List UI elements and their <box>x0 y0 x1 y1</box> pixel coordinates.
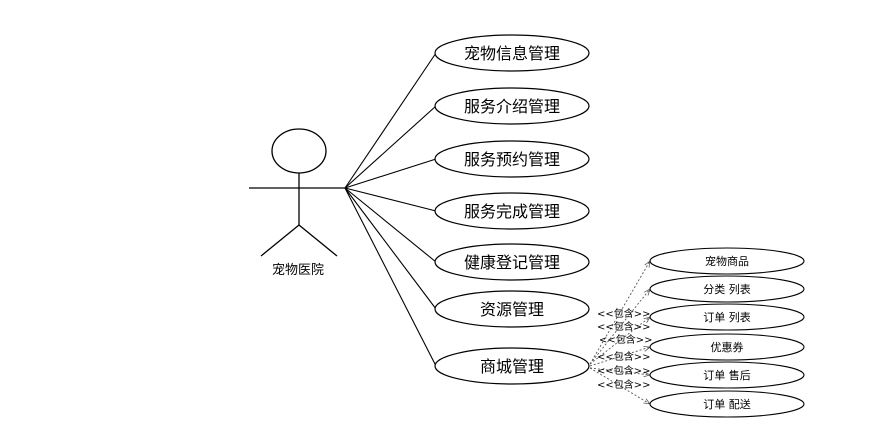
use-case-label: 健康登记管理 <box>464 253 560 272</box>
use-case-label: 资源管理 <box>480 300 544 319</box>
use-case-ellipse[interactable] <box>434 87 590 125</box>
include-line <box>589 317 650 365</box>
include-label: <<包含>> <box>597 307 651 320</box>
use-case-ellipse[interactable] <box>434 34 590 72</box>
sub-use-cases: 宠物商品 分类 列表 订单 列表 优惠券 订单 售后 订单 配送 <box>649 247 805 418</box>
include-line <box>589 289 650 365</box>
actor-head <box>271 128 327 174</box>
use-case-service-completion[interactable]: 服务完成管理 <box>434 192 590 230</box>
sub-use-case-order-after-sales[interactable]: 订单 售后 <box>649 361 805 389</box>
sub-use-case-ellipse[interactable] <box>649 303 805 331</box>
sub-use-case-label: 优惠券 <box>711 340 744 354</box>
sub-use-case-label: 分类 列表 <box>703 282 751 296</box>
include-relations <box>589 261 650 404</box>
association-line <box>344 105 437 189</box>
sub-use-case-category-list[interactable]: 分类 列表 <box>649 275 805 303</box>
use-case-label: 服务介绍管理 <box>464 97 560 116</box>
include-labels: <<包含>> <<包含>> <<包含>> <<包含>> <<包含>> <<包含>… <box>597 307 653 391</box>
use-case-ellipse[interactable] <box>434 140 590 178</box>
use-case-pet-info[interactable]: 宠物信息管理 <box>434 34 590 72</box>
use-case-ellipse[interactable] <box>434 347 590 385</box>
include-label: <<包含>> <box>597 320 651 333</box>
use-case-service-intro[interactable]: 服务介绍管理 <box>434 87 590 125</box>
association-lines <box>344 52 437 367</box>
association-line <box>344 187 437 310</box>
actor-label: 宠物医院 <box>272 262 324 278</box>
sub-use-case-ellipse[interactable] <box>649 275 805 303</box>
actor: 宠物医院 <box>249 128 347 278</box>
association-line <box>344 187 437 212</box>
use-case-label: 服务预约管理 <box>464 150 560 169</box>
use-case-mall[interactable]: 商城管理 <box>434 347 590 385</box>
use-case-health-registration[interactable]: 健康登记管理 <box>434 243 590 281</box>
use-case-resource[interactable]: 资源管理 <box>434 290 590 328</box>
sub-use-case-order-list[interactable]: 订单 列表 <box>649 303 805 331</box>
actor-right-leg <box>298 224 338 257</box>
sub-use-case-ellipse[interactable] <box>649 247 805 275</box>
sub-use-case-pet-goods[interactable]: 宠物商品 <box>649 247 805 275</box>
include-line <box>589 347 650 367</box>
use-case-ellipse[interactable] <box>434 290 590 328</box>
use-case-ellipse[interactable] <box>434 243 590 281</box>
main-use-cases: 宠物信息管理 服务介绍管理 服务预约管理 服务完成管理 健康登记管理 资源管理 … <box>434 34 590 385</box>
association-line <box>344 187 437 367</box>
use-case-label: 服务完成管理 <box>464 202 560 221</box>
association-line <box>344 187 437 263</box>
include-label: <<包含>> <box>597 350 651 363</box>
association-line <box>344 158 437 189</box>
include-label: <<包含>> <box>597 378 651 391</box>
sub-use-case-coupon[interactable]: 优惠券 <box>649 333 805 361</box>
sub-use-case-ellipse[interactable] <box>649 361 805 389</box>
use-case-label: 商城管理 <box>480 357 544 376</box>
use-case-service-booking[interactable]: 服务预约管理 <box>434 140 590 178</box>
use-case-ellipse[interactable] <box>434 192 590 230</box>
association-line <box>344 52 437 189</box>
include-label: <<包含>> <box>597 364 651 377</box>
use-case-label: 宠物信息管理 <box>464 44 560 63</box>
sub-use-case-label: 订单 售后 <box>703 368 751 382</box>
include-label: <<包含>> <box>599 333 653 346</box>
sub-use-case-label: 订单 配送 <box>703 397 751 411</box>
sub-use-case-label: 宠物商品 <box>705 254 749 268</box>
actor-left-leg <box>260 224 300 257</box>
sub-use-case-ellipse[interactable] <box>649 333 805 361</box>
sub-use-case-ellipse[interactable] <box>649 390 805 418</box>
sub-use-case-label: 订单 列表 <box>703 310 751 324</box>
sub-use-case-order-delivery[interactable]: 订单 配送 <box>649 390 805 418</box>
